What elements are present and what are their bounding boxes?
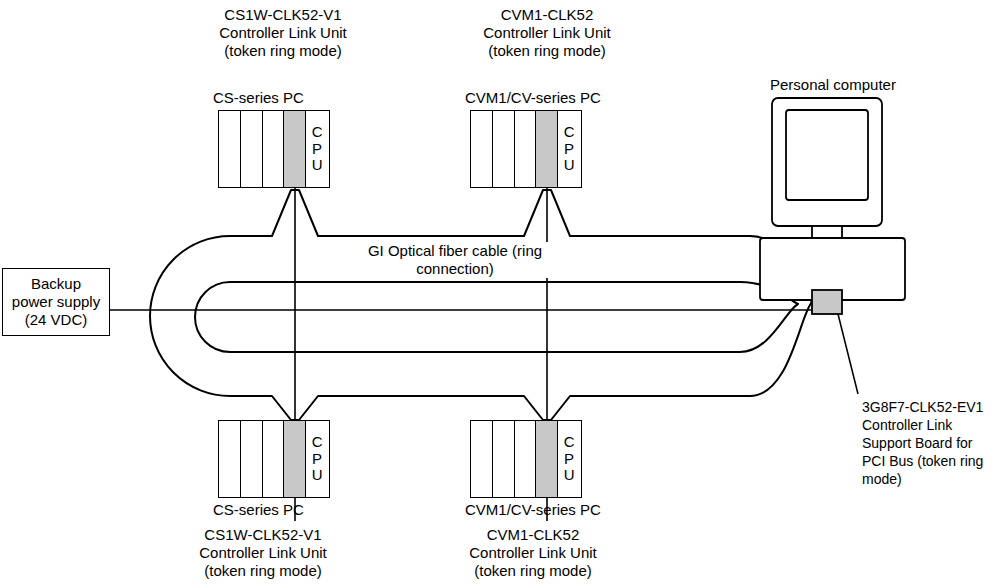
unit-wire: [294, 188, 296, 420]
callout-label: CS1W-CLK52-V1 Controller Link Unit (toke…: [183, 526, 343, 580]
callout-label: GI Optical fiber cable (ring connection): [355, 242, 555, 278]
label-text: 3G8F7-CLK52-EV1 Controller Link Support …: [862, 399, 983, 487]
rack-slot: [471, 111, 493, 187]
pc-rack: CVM1/CV-series PCC P U: [470, 420, 582, 498]
label-text: Personal computer: [770, 76, 896, 93]
controller-link-unit: [536, 421, 558, 497]
callout-label: 3G8F7-CLK52-EV1 Controller Link Support …: [862, 398, 994, 488]
controller-link-unit: [536, 111, 558, 187]
rack-slot: [263, 421, 285, 497]
label-text: CVM1-CLK52 Controller Link Unit (token r…: [469, 526, 597, 579]
pc-name: CS-series PC: [213, 89, 304, 107]
cpu-module: C P U: [558, 421, 580, 497]
controller-link-unit: [284, 111, 306, 187]
unit-wire: [546, 188, 548, 420]
rack-slot: [263, 111, 285, 187]
rack-slot: [493, 111, 515, 187]
optical-fiber-ring-inner: [195, 282, 798, 352]
label-text: GI Optical fiber cable (ring connection): [355, 242, 555, 278]
label-text: CVM1-CLK52 Controller Link Unit (token r…: [483, 6, 611, 59]
cpu-label: C P U: [310, 434, 325, 484]
pc-rack: CS-series PCC P U: [218, 110, 330, 188]
rack-slot: [515, 111, 537, 187]
label-text: CS1W-CLK52-V1 Controller Link Unit (toke…: [219, 6, 347, 59]
power-supply-box: Backup power supply (24 VDC): [2, 268, 110, 336]
optical-fiber-ring: [150, 190, 812, 420]
controller-link-unit: [284, 421, 306, 497]
leader-line: [838, 314, 858, 394]
callout-label: CVM1-CLK52 Controller Link Unit (token r…: [453, 526, 613, 580]
rack-slot: [241, 111, 263, 187]
label-text: CS1W-CLK52-V1 Controller Link Unit (toke…: [199, 526, 327, 579]
pc-rack: CS-series PCC P U: [218, 420, 330, 498]
rack-slot: [241, 421, 263, 497]
power-wire: [110, 309, 812, 311]
cpu-module: C P U: [558, 111, 580, 187]
callout-label: CVM1-CLK52 Controller Link Unit (token r…: [467, 6, 627, 60]
support-board: [812, 290, 842, 314]
callout-label: CS1W-CLK52-V1 Controller Link Unit (toke…: [203, 6, 363, 60]
box-text: Backup power supply (24 VDC): [9, 275, 103, 329]
cpu-label: C P U: [562, 434, 577, 484]
rack-slot: [515, 421, 537, 497]
callout-label: Personal computer: [770, 76, 950, 94]
cpu-label: C P U: [562, 124, 577, 174]
cpu-module: C P U: [306, 111, 328, 187]
rack-slot: [219, 421, 241, 497]
pc-name: CVM1/CV-series PC: [465, 501, 601, 519]
rack-slot: [219, 111, 241, 187]
pc-rack: CVM1/CV-series PCC P U: [470, 110, 582, 188]
personal-computer: [760, 98, 905, 314]
cpu-label: C P U: [310, 124, 325, 174]
pc-name: CS-series PC: [213, 501, 304, 519]
rack-slot: [471, 421, 493, 497]
pc-name: CVM1/CV-series PC: [465, 89, 601, 107]
rack-slot: [493, 421, 515, 497]
cpu-module: C P U: [306, 421, 328, 497]
